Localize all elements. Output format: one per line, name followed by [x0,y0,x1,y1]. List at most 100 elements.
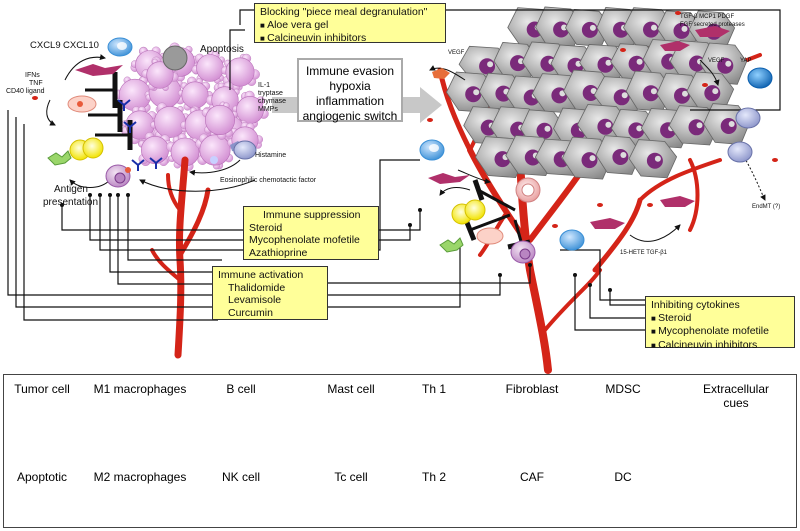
legend-label-extracellular: Extracellular [702,382,770,396]
tumor-nucleolus [561,24,568,31]
vegf-right-label: VEGF [708,58,725,64]
hete-label: 15-HETE TGF-β1 [620,250,668,256]
cytokines-title: Inhibiting cytokines [651,299,740,311]
mmps-label: MMPs [258,106,278,113]
activation-item-thalidomide: Thalidomide [228,281,286,294]
legend-label-bcell: B cell [226,382,256,396]
apoptotic-cell [146,61,174,89]
legend-label-fibroblast: Fibroblast [505,382,559,396]
apoptotic-cell [181,81,209,109]
evasion-line-1: Immune evasion [305,64,395,78]
legend-label-mdsc: MDSC [605,382,641,396]
tumor-nucleolus [590,88,597,94]
legend-label-tumor: Tumor cell [14,382,70,396]
legend-label-apoptotic: Apoptotic [16,470,68,484]
legend-label-th2: Th 2 [421,470,447,484]
tnf-label: TNF [29,80,43,87]
tumor-nucleolus [544,125,551,132]
tumor-nucleolus [650,88,657,95]
yap-label: YAP [740,58,752,64]
tumor-nucleus [720,118,737,134]
tumor-nucleolus [725,60,732,67]
vegf-left-label: VEGF [448,50,465,56]
cxcl10-label: CXCL10 [63,40,99,51]
tumor-nucleolus [696,122,703,129]
tumor-nucleolus [589,24,596,31]
legend-label-caf: CAF [520,470,544,484]
immune-activation-box: Immune activation Thalidomide Levamisole… [212,266,328,320]
blocking-item-aloe: Aloe vera gel [260,19,440,33]
legend-label-m2: M2 macrophages [93,470,187,484]
presentation-label: presentation [43,197,99,208]
ifns-label: IFNs [25,72,40,79]
endmt-label: EndMT (?) [752,204,781,210]
tumor-cell [162,45,188,71]
blocking-item-calcineuvin: Calcineuvin inhibitors [260,32,440,46]
right-immune-cells [419,11,778,264]
apoptotic-cell [141,136,170,165]
tumor-nucleus [597,56,614,73]
cytokines-item-steroid: Steroid [651,312,789,326]
tgf-label: TGF-β MCP1 PDGF [680,14,735,20]
antibody-markers [117,99,163,171]
apoptotic-cell [196,54,224,82]
tumor-nucleolus [473,89,480,96]
left-immune-cells [32,37,257,188]
activation-item-curcumin: Curcumin [228,306,273,319]
cxcl9-label: CXCL9 [30,40,61,51]
suppression-title: Immune suppression [263,209,361,221]
legend-label-nk: NK cell [221,470,261,484]
legend-label-m1: M1 macrophages [93,382,187,396]
tumor-nucleus [581,152,598,169]
tumor-nucleus [612,149,629,165]
tumor-nucleus [465,86,482,103]
histamine-label: Histamine [255,152,287,159]
cell-type-legend [3,374,797,528]
tumor-nucleolus [621,92,628,99]
tumor-nucleolus [651,24,657,31]
cytokines-item-mycophenolate: Mycophenolate mofetile [651,325,789,339]
blocking-degranulation-box: Blocking "piece meal degranulation" Aloe… [254,3,446,46]
cd40-label: CD40 ligand [6,88,45,95]
legend-label-cues: cues [723,396,749,410]
tumor-nucleus [628,122,645,139]
tumor-nucleus [704,85,721,102]
eosinophilic-label: Eosinophilic chemotactic factor [220,177,317,184]
immune-suppression-box: Immune suppression Steroid Mycophenolate… [243,206,379,260]
suppression-item-steroid: Steroid [249,221,283,234]
tumor-nucleus [479,58,496,75]
legend-label-th1: Th 1 [421,382,447,396]
tumor-nucleus [628,55,645,72]
evasion-line-3: inflammation [315,94,385,108]
tumor-nucleus [536,122,553,139]
tumor-nucleolus [605,59,612,66]
legend-label-dc: DC [614,470,632,484]
legend-label-tc: Tc cell [334,470,368,484]
tumor-nucleolus [620,152,627,158]
activation-title: Immune activation [218,269,304,281]
tumor-nucleolus [728,121,735,127]
cytokines-item-calcineuvin: Calcineuvin inhibitors [651,339,789,353]
tumor-nucleus [646,152,663,169]
tumor-nucleolus [589,155,596,162]
tumor-nucleolus [605,121,612,128]
immune-evasion-box: Immune evasion hypoxia inflammation angi… [297,58,403,123]
apoptotic-cell [225,57,255,87]
tumor-nucleus [581,21,598,38]
inhibition-bars-left [85,72,133,150]
tumor-nucleus [643,21,659,38]
tumor-cell-mass [446,6,751,180]
chymase-label: chymase [258,98,287,105]
tumor-nucleolus [636,125,643,132]
evasion-line-4: angiogenic switch [302,109,398,123]
il1-label: IL-1 [258,82,271,89]
inhibiting-cytokines-box: Inhibiting cytokines Steroid Mycophenola… [645,296,795,351]
fgf-label: FGF secreted proteases [680,22,745,28]
tumor-nucleolus [636,58,643,65]
evasion-line-2: hypoxia [329,79,371,93]
antigen-label: Antigen [54,184,88,195]
tumor-nucleus [597,118,614,135]
activation-item-levamisole: Levamisole [228,294,282,306]
suppression-item-azathioprine: Azathioprine [249,246,308,259]
tumor-nucleus [688,119,705,136]
